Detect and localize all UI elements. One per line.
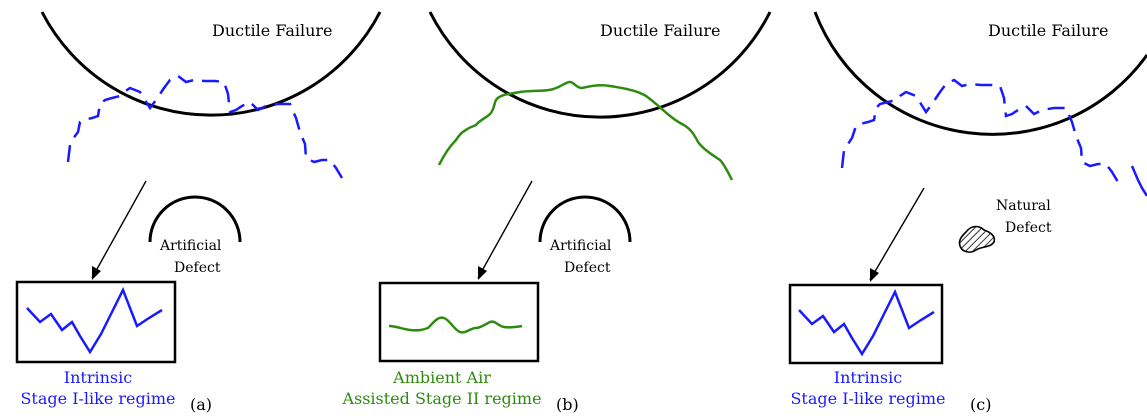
specimen-outline [40,11,382,117]
specimen-outline [813,11,1147,136]
pointer-arrow [869,187,925,281]
natural-defect [958,225,996,253]
inset-box [378,281,540,363]
panel-a: Ductile Failure Artificial Defect Intrin… [15,11,382,414]
panel-tag: (a) [190,395,212,414]
defect-label-line1: Artificial [159,238,222,254]
pointer-arrow [91,180,147,279]
top-label: Ductile Failure [600,21,721,40]
caption-line2: Stage I-like regime [790,389,945,408]
caption-line2: Assisted Stage II regime [341,389,541,408]
panel-b: Ductile Failure Artificial Defect Ambien… [341,11,772,414]
panel-c: Ductile Failure Natural Defect Intrinsic… [788,11,1147,414]
crack-front-dashed [840,78,1120,183]
crack-front-solid [437,80,734,181]
caption-line1: Intrinsic [834,368,902,387]
defect-label-line1: Natural [996,198,1051,214]
top-label: Ductile Failure [212,21,333,40]
arrow-head [870,268,879,282]
specimen-outline [428,11,772,119]
crack-front-dashed [66,74,344,179]
artificial-defect-notch [538,195,632,243]
caption-line2: Stage I-like regime [20,389,175,408]
inset-wavy-signal [388,316,523,334]
inset-box [15,280,177,364]
defect-label-line2: Defect [1005,220,1052,236]
defect-label-line2: Defect [174,260,221,276]
caption-line1: Intrinsic [64,368,132,387]
panel-tag: (c) [970,395,991,414]
inset-zigzag-signal [26,286,163,355]
arrow-head [478,266,487,280]
artificial-defect-notch [148,195,242,243]
defect-label-line2: Defect [564,260,611,276]
crack-front-edge [1130,165,1147,197]
arrow-head [92,266,101,280]
inset-zigzag-signal [798,288,935,357]
top-label: Ductile Failure [988,21,1109,40]
defect-label-line1: Artificial [549,238,612,254]
pointer-arrow [477,180,533,279]
caption-line1: Ambient Air [392,368,491,387]
panel-tag: (b) [556,395,579,414]
